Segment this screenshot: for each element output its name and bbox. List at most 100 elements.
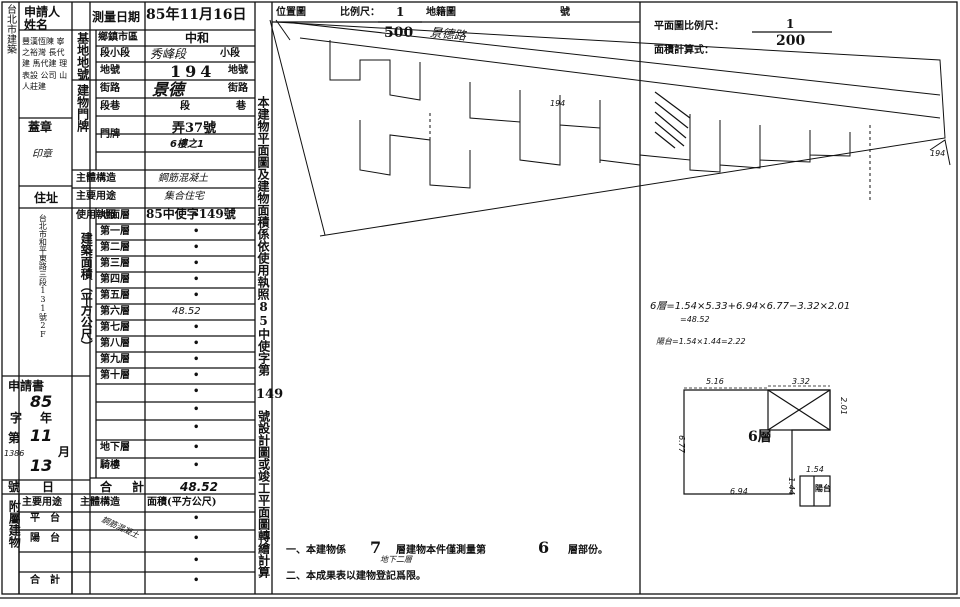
- vertical-title-2: 85中使字第: [256, 300, 271, 376]
- note1-floor: 6: [538, 538, 550, 557]
- floor-row-value: 48.52: [172, 306, 201, 317]
- street-value: 景德: [152, 80, 185, 99]
- floor-row-value: •: [193, 442, 200, 453]
- floor-row-label: 騎樓: [100, 460, 120, 471]
- calc-line-1: 6層=1.54×5.33+6.94×6.77−3.32×2.01: [650, 301, 851, 312]
- attached-row-value: •: [193, 575, 200, 586]
- floor-row-value: •: [193, 322, 200, 333]
- floor-row-value: •: [193, 370, 200, 381]
- floor-row-label: 第五層: [100, 290, 130, 301]
- cadastral-label: 地籍圖: [426, 7, 456, 18]
- floors-total-value: 48.52: [180, 480, 218, 494]
- position-map-label: 位置圖: [276, 7, 306, 18]
- floor-row-label: 地面層: [100, 210, 130, 221]
- floor-row-label: 第七層: [100, 322, 130, 333]
- use-label: 主要用途: [76, 191, 116, 202]
- floor-row-value: •: [193, 386, 200, 397]
- vertical-title-3: 149: [256, 387, 284, 402]
- lane-unit: 巷: [236, 101, 246, 112]
- attached-row-value: •: [193, 533, 200, 544]
- calc-line-3: 陽台=1.54×1.44=2.22: [656, 337, 746, 346]
- vertical-title-4: 號設計圖或竣工平面圖轉繪計算: [256, 410, 271, 578]
- application-day: 13: [30, 456, 53, 475]
- plan-dim-top-right: 3.32: [792, 377, 810, 386]
- application-label: 申請書: [8, 379, 45, 393]
- seal-label: 蓋章: [28, 120, 53, 134]
- floor-row-label: 第九層: [100, 354, 130, 365]
- door-value: 弄37號: [172, 121, 217, 136]
- floor-row-label: 第三層: [100, 258, 130, 269]
- section-label: 段小段: [100, 48, 130, 59]
- note2: 二、本成果表以建物登記爲限。: [286, 571, 426, 582]
- left-strip-text: 台北市建築: [4, 4, 16, 54]
- floor-row-label: 第四層: [100, 274, 130, 285]
- floor-row-value: •: [193, 338, 200, 349]
- attached-row-label: 陽台: [30, 533, 70, 544]
- plan-dim-bottom: 6.94: [730, 487, 748, 496]
- map-street-hand: 景德路: [429, 25, 467, 43]
- survey-date-label: 測量日期: [92, 10, 141, 24]
- floors-total-label: 合計: [100, 480, 165, 494]
- attached-h-use: 主要用途: [22, 497, 62, 508]
- plan-scale-num: 1: [786, 17, 795, 31]
- floor-row-label: 第八層: [100, 338, 130, 349]
- note1-pre: 一、本建物係: [286, 545, 346, 556]
- attached-row-value: •: [193, 555, 200, 566]
- address-label: 住址: [34, 191, 59, 205]
- permit-label: 使用執照: [76, 210, 116, 221]
- plan-dim-small-w: 1.54: [806, 465, 824, 474]
- floor-value: 6樓之1: [170, 139, 204, 150]
- application-year: 85: [30, 392, 53, 411]
- land-no-unit: 地號: [228, 65, 248, 76]
- floor-row-value: •: [193, 210, 200, 221]
- floor-row-value: •: [193, 290, 200, 301]
- plan-scale-den: 200: [776, 33, 806, 49]
- floors-group-label: 建築面積（平方公尺）: [79, 232, 94, 352]
- applicant-names: 豐漢恆陳 寧之裕灣 長代建 馬代建 理表設 公司 山人莊建: [22, 37, 68, 91]
- map-lot-no-edge: 194: [930, 149, 946, 158]
- floor-row-value: •: [193, 226, 200, 237]
- plan-dim-left: 6.77: [676, 435, 686, 453]
- note1-post: 層部份。: [568, 545, 608, 556]
- map-lot-no: 194: [550, 99, 566, 108]
- calc-line-2: =48.52: [680, 315, 710, 324]
- attached-group-label: 附屬建物: [7, 500, 22, 548]
- plan-floor-label: 6層: [748, 429, 772, 445]
- floor-row-value: •: [193, 242, 200, 253]
- plan-dim-right: 2.01: [838, 397, 848, 415]
- note1-mid: 層建物本件僅測量第: [396, 545, 486, 556]
- street-unit: 街路: [228, 83, 248, 94]
- unit-day: 號日: [8, 480, 77, 494]
- subsection-unit: 小段: [220, 48, 240, 59]
- map-scale-num: 1: [396, 5, 405, 19]
- district-value: 中和: [185, 31, 210, 45]
- plan-dim-small-h: 1.44: [786, 477, 796, 495]
- attached-row-label: 合計: [30, 575, 70, 586]
- plan-scale-label: 平面圖比例尺：: [654, 21, 724, 32]
- unit-month: 月: [58, 445, 71, 459]
- permit-value: 85中使字149號: [146, 207, 236, 221]
- floor-row-value: •: [193, 274, 200, 285]
- door-label: 門牌: [100, 129, 120, 140]
- structure-label: 主體構造: [76, 173, 116, 184]
- floor-row-value: •: [193, 460, 200, 471]
- application-no: 1386: [4, 449, 25, 458]
- floor-row-label: 第一層: [100, 226, 130, 237]
- attached-row-value: •: [193, 513, 200, 524]
- structure-value: 鋼筋混凝土: [158, 173, 208, 184]
- street-label: 街路: [100, 83, 120, 94]
- land-no-value: 194: [170, 62, 216, 81]
- map-number-label: 號: [560, 7, 570, 18]
- attached-row-label: 平台: [30, 513, 70, 524]
- floor-row-value: •: [193, 404, 200, 415]
- unit-year: 字年: [10, 411, 71, 425]
- map-scale-den: 500: [384, 25, 414, 41]
- floor-row-value: •: [193, 258, 200, 269]
- note1-floors: 7: [370, 538, 382, 557]
- attached-h-struct: 主體構造: [80, 497, 120, 508]
- floor-row-label: 第二層: [100, 242, 130, 253]
- seal-stamp: 印章: [32, 149, 52, 160]
- application-month: 11: [30, 426, 53, 445]
- attached-h-area: 面積(平方公尺): [147, 497, 217, 508]
